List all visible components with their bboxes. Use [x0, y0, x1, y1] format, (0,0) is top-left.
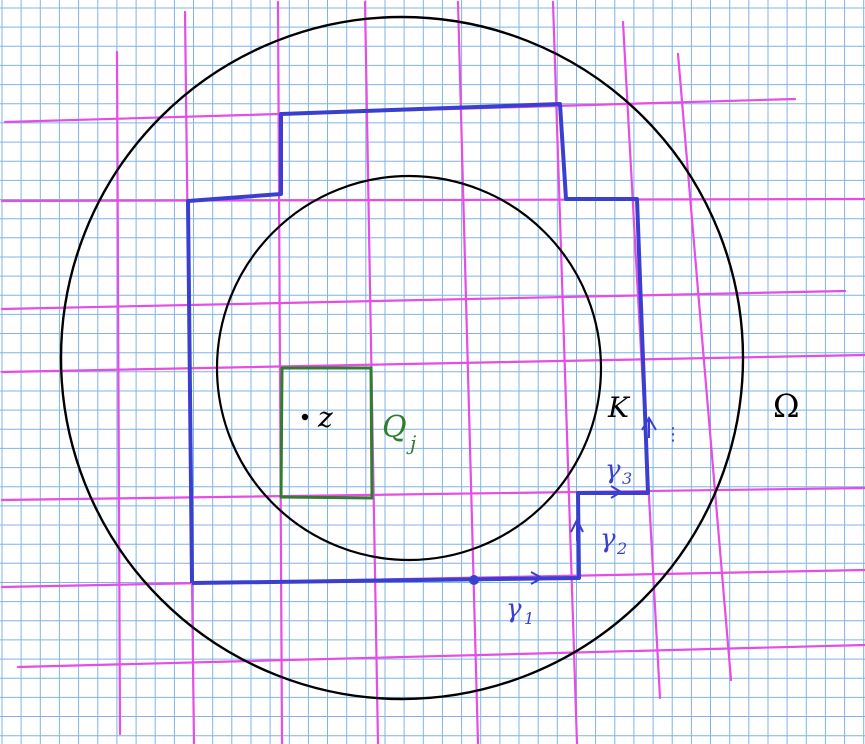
label-omega: Ω: [773, 387, 800, 425]
label-qj-subscript: j: [406, 431, 416, 455]
point-z-dot: [301, 413, 309, 421]
label-z: z: [317, 401, 333, 434]
label-gamma1-subscript: 1: [524, 609, 534, 628]
k-side-arrow: [641, 416, 657, 438]
gamma2-arrow: [570, 517, 584, 541]
label-k: K: [607, 391, 631, 424]
magenta-grid-line: [0, 486, 865, 502]
magenta-grid-line: [676, 52, 733, 682]
label-gamma1: γ: [506, 594, 522, 624]
magenta-grid-line: [0, 197, 865, 203]
label-ellipsis: ⋮: [664, 424, 682, 445]
contour-start-point: [469, 575, 479, 585]
label-gamma3-subscript: 3: [622, 469, 632, 488]
magenta-grid-line: [276, 0, 284, 744]
label-gamma2-subscript: 2: [616, 539, 627, 558]
cube-qj: [279, 366, 374, 500]
label-gamma2: γ: [600, 524, 616, 554]
magenta-grid-line: [0, 289, 847, 311]
gamma3-arrow: [600, 485, 623, 499]
magenta-grid-line: [16, 643, 865, 669]
magenta-grid-line: [456, 0, 480, 744]
label-qj: Q: [382, 410, 407, 445]
domain-circle-omega: [59, 15, 745, 701]
gamma1-arrow: [514, 571, 545, 585]
magenta-grid-line: [551, 0, 579, 744]
magenta-grid-line: [0, 353, 865, 374]
magenta-grid-line: [115, 50, 122, 736]
compact-circle-k: [215, 174, 603, 562]
label-gamma3: γ: [605, 455, 621, 485]
